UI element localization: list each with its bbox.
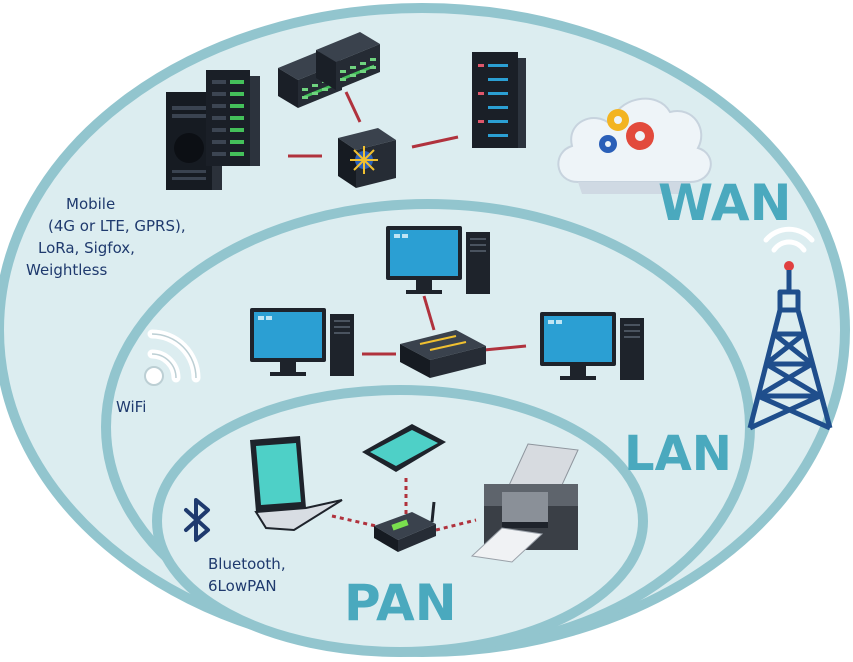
wifi-icon <box>144 329 201 386</box>
mobile-label: (4G or LTE, GPRS), <box>48 217 186 235</box>
lan-label: LAN <box>624 426 732 482</box>
server-rack <box>206 70 260 166</box>
mobile-label: Mobile <box>66 195 115 213</box>
network-switch-icon <box>338 128 396 188</box>
cloud-gears-icon <box>557 97 712 194</box>
bluetooth-icon <box>184 498 210 542</box>
wan-label: WAN <box>658 174 791 232</box>
tablet-icon <box>362 424 446 472</box>
cell-tower-icon <box>747 226 833 431</box>
bluetooth-label: Bluetooth, <box>208 555 286 573</box>
network-hub-icon <box>400 330 486 378</box>
laptop-icon <box>250 436 343 532</box>
router-icon <box>374 501 436 552</box>
pan-links <box>331 478 477 532</box>
lan-links <box>362 295 527 356</box>
mobile-label: Weightless <box>26 261 107 279</box>
mobile-label: LoRa, Sigfox, <box>38 239 135 257</box>
wan-links <box>288 91 459 158</box>
printer-icon <box>470 443 579 563</box>
pan-label: PAN <box>344 574 457 632</box>
bluetooth-label: 6LowPAN <box>208 577 277 595</box>
server-rack <box>472 52 526 148</box>
wifi-label: WiFi <box>116 398 146 416</box>
